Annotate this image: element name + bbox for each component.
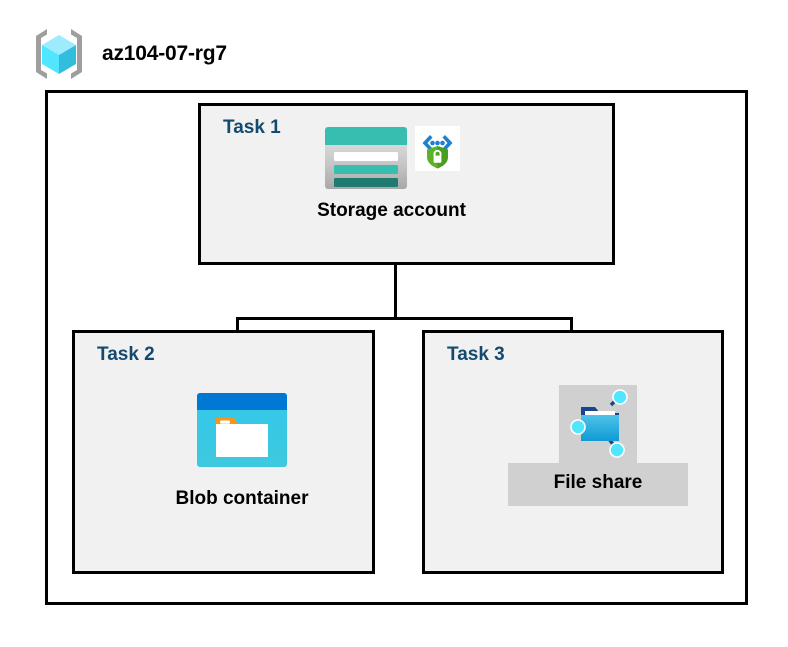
secure-encryption-shield-icon (414, 126, 460, 171)
node-file-share[interactable]: File share (508, 385, 688, 506)
connector-horizontal-bar (236, 317, 573, 320)
file-share-caption: File share (553, 472, 643, 493)
resource-group-cube-icon (36, 29, 82, 79)
storage-account-icon-row (324, 126, 460, 190)
file-share-selection-highlight (559, 385, 637, 463)
task-2-label: Task 2 (97, 344, 155, 365)
task-3-label: Task 3 (447, 344, 505, 365)
blob-container-icon (197, 393, 287, 467)
node-storage-account[interactable]: Storage account (284, 126, 499, 223)
resource-group-header: az104-07-rg7 (30, 26, 227, 82)
node-blob-container[interactable]: Blob container (152, 392, 332, 511)
task-1-label: Task 1 (223, 117, 281, 138)
blob-container-caption: Blob container (175, 488, 309, 509)
file-share-caption-highlight: File share (508, 463, 688, 506)
resource-group-name: az104-07-rg7 (102, 42, 227, 65)
storage-account-icon (324, 127, 407, 189)
file-share-icon (570, 389, 628, 458)
storage-account-caption: Storage account (317, 200, 466, 221)
